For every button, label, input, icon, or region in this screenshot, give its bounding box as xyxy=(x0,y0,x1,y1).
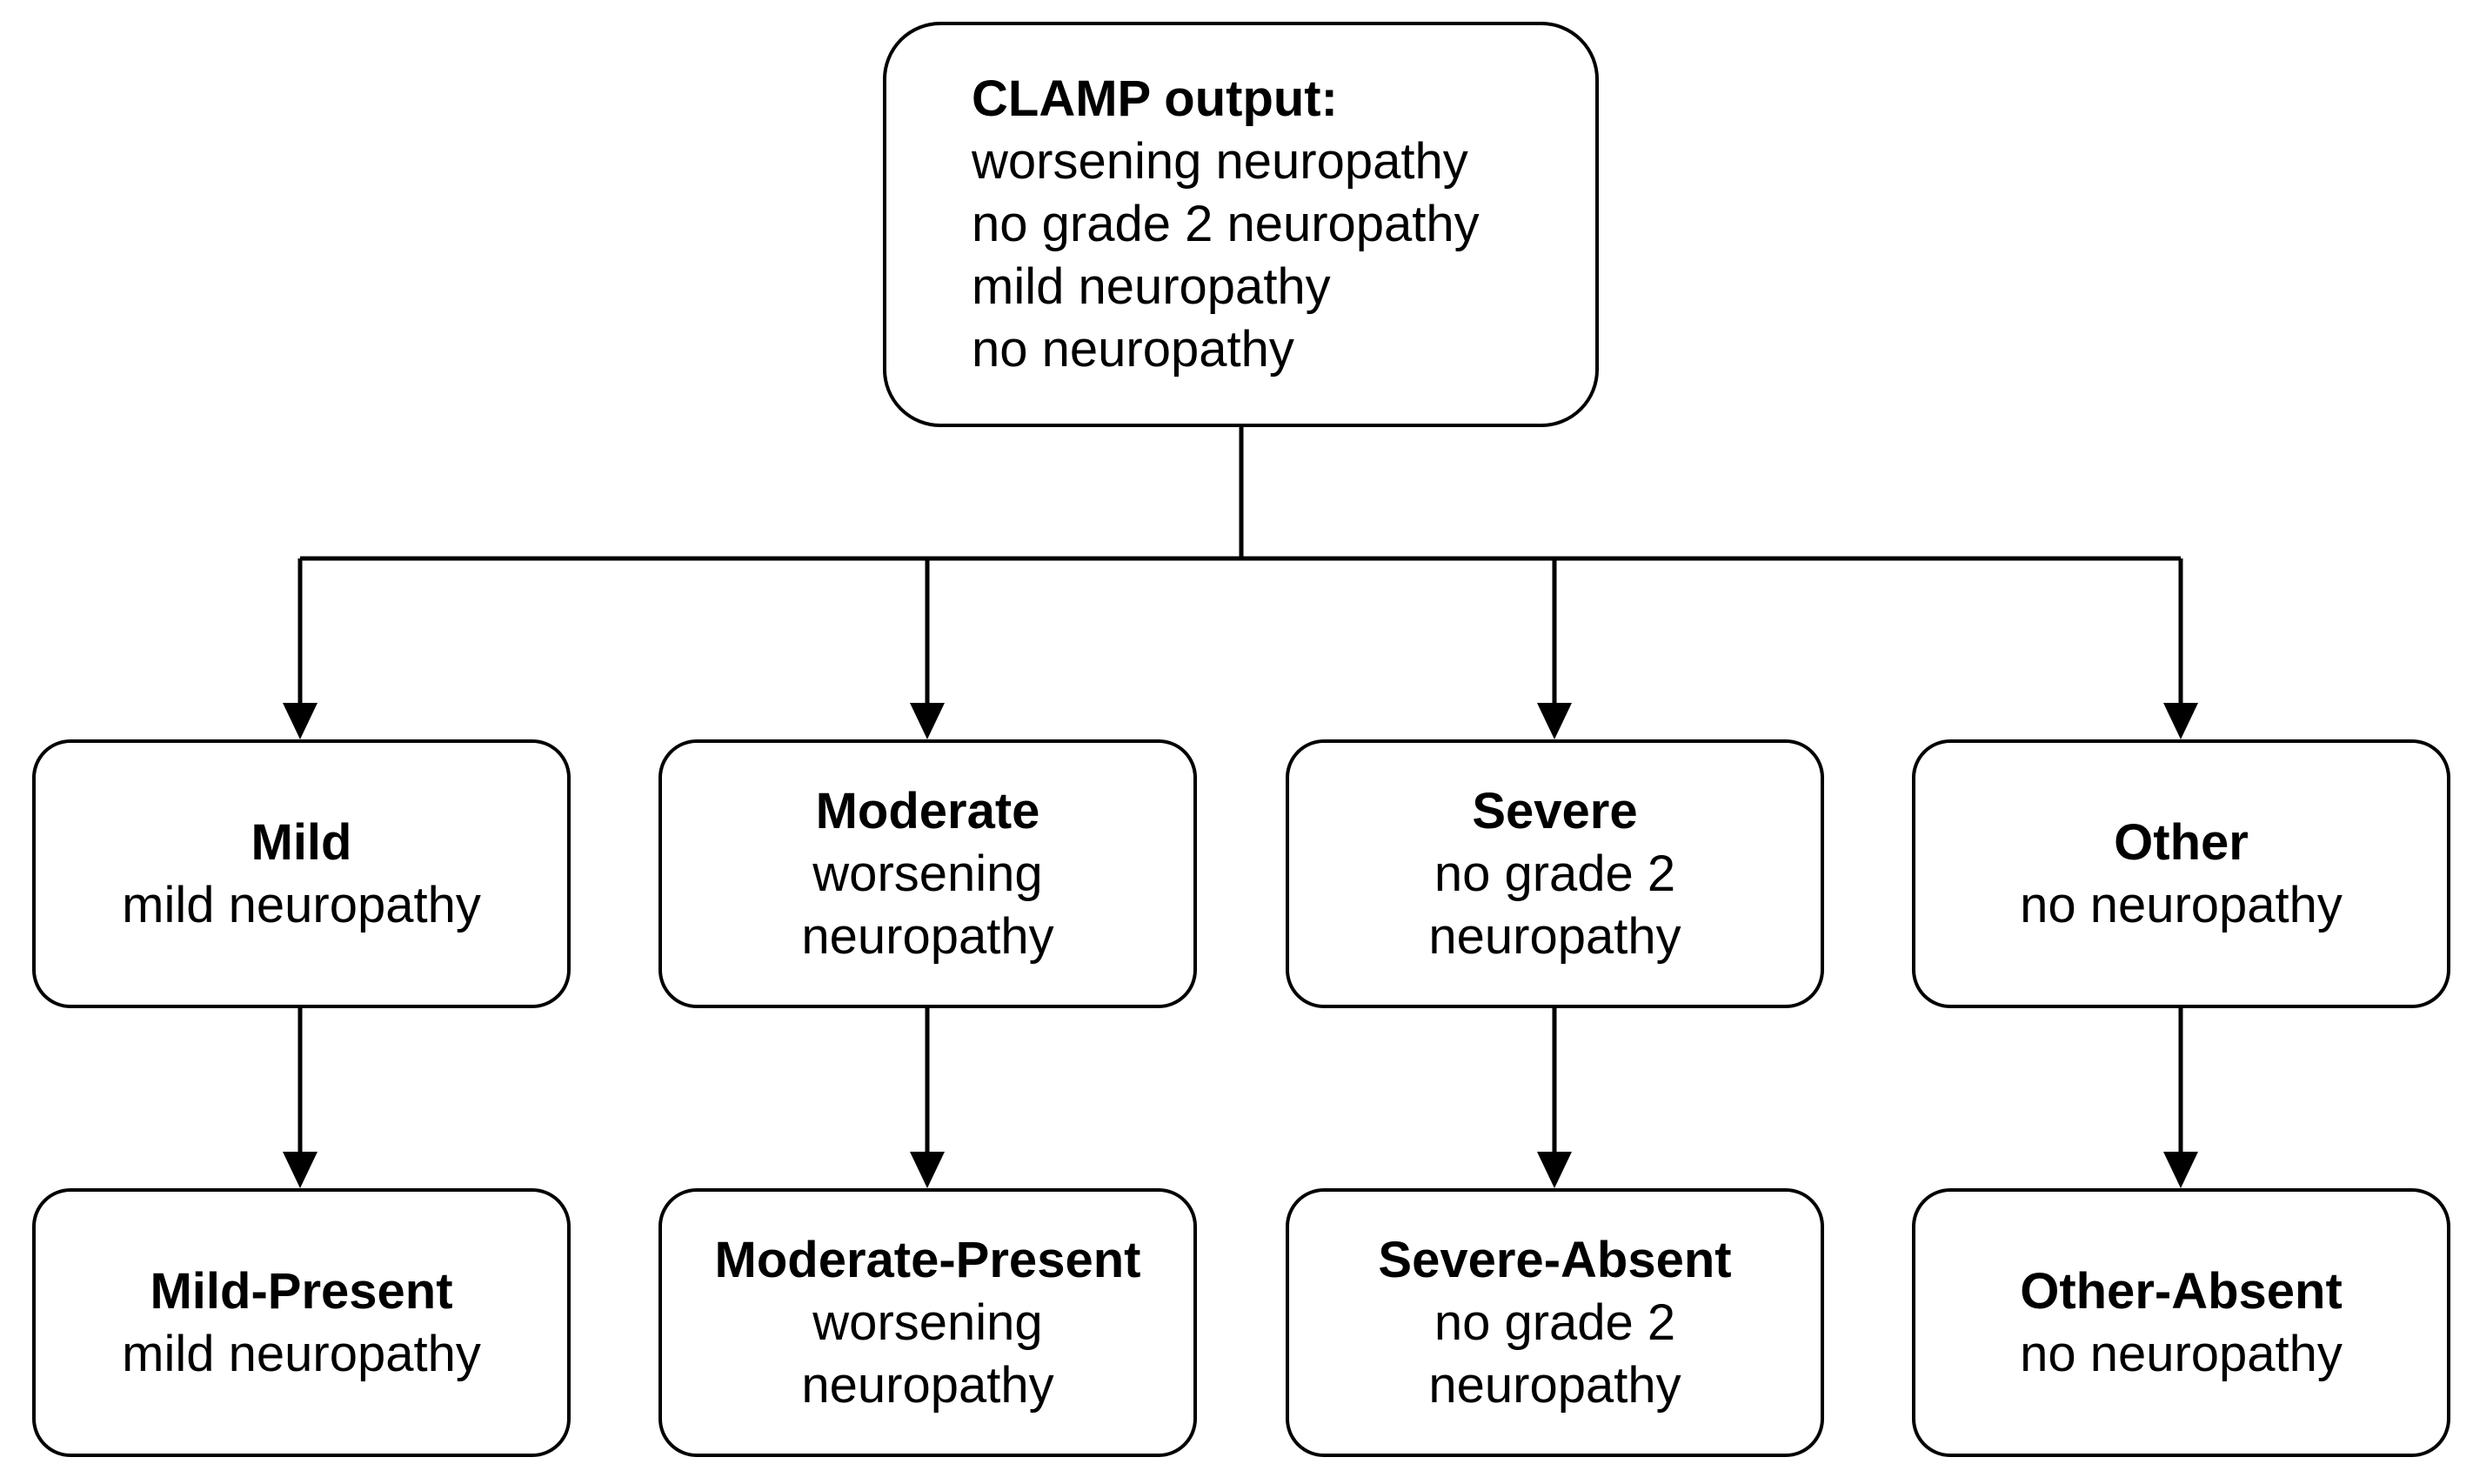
arrowhead-moderate-present xyxy=(910,1152,945,1188)
arrowhead-other xyxy=(2163,703,2198,739)
category-description: no grade 2 neuropathy xyxy=(1428,845,1681,965)
category-title: Mild xyxy=(251,813,352,871)
clamp-output-title: CLAMP output: xyxy=(972,70,1338,127)
category-title: Other xyxy=(2114,813,2249,871)
category-box-mild: Mild mild neuropathy xyxy=(32,739,571,1008)
category-title: Severe xyxy=(1472,782,1638,839)
outcome-description: worsening neuropathy xyxy=(801,1293,1054,1414)
clamp-output-line: mild neuropathy xyxy=(972,258,1331,315)
category-box-moderate: Moderate worsening neuropathy xyxy=(658,739,1197,1008)
outcome-description: mild neuropathy xyxy=(122,1325,481,1382)
category-description: mild neuropathy xyxy=(122,876,481,933)
arrowhead-mild xyxy=(283,703,317,739)
arrowhead-severe xyxy=(1537,703,1572,739)
outcome-box-mild-present: Mild-Present mild neuropathy xyxy=(32,1188,571,1457)
clamp-output-line: worsening neuropathy xyxy=(972,133,1468,190)
category-description: worsening neuropathy xyxy=(801,845,1054,965)
category-title: Moderate xyxy=(815,782,1040,839)
clamp-output-lines: worsening neuropathy no grade 2 neuropat… xyxy=(972,130,1480,381)
outcome-description: no neuropathy xyxy=(2020,1325,2343,1382)
clamp-output-box: CLAMP output: worsening neuropathy no gr… xyxy=(883,22,1599,427)
arrowhead-moderate xyxy=(910,703,945,739)
arrowhead-severe-absent xyxy=(1537,1152,1572,1188)
clamp-output-line: no neuropathy xyxy=(972,321,1294,378)
outcome-title: Moderate-Present xyxy=(714,1231,1141,1288)
category-box-severe: Severe no grade 2 neuropathy xyxy=(1286,739,1824,1008)
clamp-output-line: no grade 2 neuropathy xyxy=(972,196,1480,252)
category-box-other: Other no neuropathy xyxy=(1912,739,2450,1008)
outcome-title: Mild-Present xyxy=(150,1262,453,1320)
arrowhead-mild-present xyxy=(283,1152,317,1188)
outcome-box-other-absent: Other-Absent no neuropathy xyxy=(1912,1188,2450,1457)
arrowhead-other-absent xyxy=(2163,1152,2198,1188)
outcome-description: no grade 2 neuropathy xyxy=(1428,1293,1681,1414)
outcome-box-severe-absent: Severe-Absent no grade 2 neuropathy xyxy=(1286,1188,1824,1457)
outcome-title: Severe-Absent xyxy=(1378,1231,1732,1288)
category-description: no neuropathy xyxy=(2020,876,2343,933)
outcome-title: Other-Absent xyxy=(2020,1262,2343,1320)
outcome-box-moderate-present: Moderate-Present worsening neuropathy xyxy=(658,1188,1197,1457)
